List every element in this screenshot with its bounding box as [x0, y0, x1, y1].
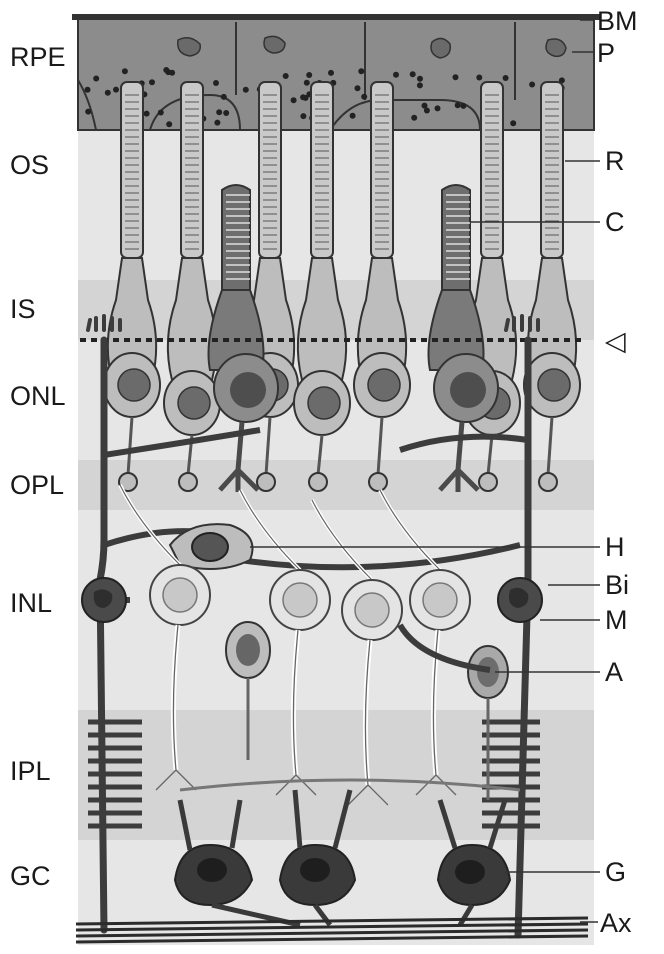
rod-spherule: [479, 473, 497, 491]
pigment-granule: [178, 38, 201, 56]
pigment-dot: [223, 110, 229, 116]
pigment-dot: [361, 94, 367, 100]
callout-label-a: A: [605, 659, 623, 686]
callout-label-p: P: [597, 40, 615, 67]
layer-label-is: IS: [10, 296, 36, 323]
callout-label-g: G: [605, 859, 626, 886]
pigment-dot: [85, 109, 91, 115]
rod-spherule: [179, 473, 197, 491]
cone-nucleus: [450, 372, 486, 408]
band-opl: [78, 460, 594, 510]
pigment-dot: [283, 73, 289, 79]
pigment-dot: [417, 76, 423, 82]
layer-label-gc: GC: [10, 863, 51, 890]
pigment-dot: [144, 111, 150, 117]
pigment-dot: [105, 90, 111, 96]
bipolar-nucleus: [163, 578, 197, 612]
layer-label-inl: INL: [10, 590, 52, 617]
callout-label-h: H: [605, 534, 625, 561]
pigment-dot: [304, 80, 310, 86]
callout-label-m: M: [605, 607, 628, 634]
rod-outer-segment: [181, 82, 203, 258]
rod-outer-segment: [121, 82, 143, 258]
pigment-dot: [355, 85, 361, 91]
pigment-dot: [411, 115, 417, 121]
callout-label-c: C: [605, 209, 625, 236]
pigment-dot: [435, 105, 441, 111]
pigment-dot: [393, 72, 399, 78]
rod-nucleus: [538, 369, 570, 401]
pigment-dot: [291, 97, 297, 103]
pigment-dot: [328, 70, 334, 76]
rod-outer-segment: [371, 82, 393, 258]
pigment-dot: [113, 87, 119, 93]
pigment-dot: [163, 67, 169, 73]
pigment-dot: [455, 102, 461, 108]
pigment-dot: [476, 75, 482, 81]
pigment-dot: [358, 68, 364, 74]
rod-outer-segment: [259, 82, 281, 258]
bipolar-nucleus: [355, 593, 389, 627]
pigment-dot: [300, 94, 306, 100]
pigment-dot: [214, 120, 220, 126]
pigment-dot: [149, 79, 155, 85]
rod-outer-segment: [541, 82, 563, 258]
rod-nucleus: [118, 369, 150, 401]
rod-nucleus: [308, 387, 340, 419]
pigment-dot: [503, 75, 509, 81]
pigment-dot: [306, 72, 312, 78]
bipolar-nucleus: [423, 583, 457, 617]
pigment-dot: [350, 113, 356, 119]
rod-nucleus: [368, 369, 400, 401]
pigment-dot: [243, 87, 249, 93]
rod-spherule: [539, 473, 557, 491]
pigment-dot: [93, 76, 99, 82]
layer-label-onl: ONL: [10, 383, 66, 410]
callout-label-bi: Bi: [605, 572, 629, 599]
rpe-layer: [78, 18, 594, 130]
pigment-dot: [221, 94, 227, 100]
pigment-dot: [410, 71, 416, 77]
pigment-dot: [460, 103, 466, 109]
open-triangle-icon: ◁: [605, 328, 626, 355]
pigment-dot: [85, 87, 91, 93]
pigment-dot: [158, 110, 164, 116]
pigment-dot: [453, 74, 459, 80]
band-os: [78, 130, 594, 280]
pigment-dot: [216, 109, 222, 115]
layer-label-ipl: IPL: [10, 758, 51, 785]
cone-nucleus: [230, 372, 266, 408]
pigment-dot: [510, 120, 516, 126]
rod-outer-segment: [311, 82, 333, 258]
layer-label-opl: OPL: [10, 472, 64, 499]
bipolar-nucleus: [283, 583, 317, 617]
rod-spherule: [309, 473, 327, 491]
rod-spherule: [369, 473, 387, 491]
pigment-dot: [424, 108, 430, 114]
pigment-dot: [529, 82, 535, 88]
rod-nucleus: [178, 387, 210, 419]
layer-label-os: OS: [10, 152, 49, 179]
callout-label-r: R: [605, 148, 625, 175]
callout-label-ax: Ax: [600, 910, 632, 937]
rod-outer-segment: [481, 82, 503, 258]
layer-label-rpe: RPE: [10, 44, 66, 71]
pigment-dot: [213, 80, 219, 86]
callout-label-bm: BM: [597, 8, 638, 35]
pigment-dot: [417, 82, 423, 88]
pigment-dot: [166, 121, 172, 127]
pigment-dot: [300, 113, 306, 119]
pigment-dot: [122, 68, 128, 74]
